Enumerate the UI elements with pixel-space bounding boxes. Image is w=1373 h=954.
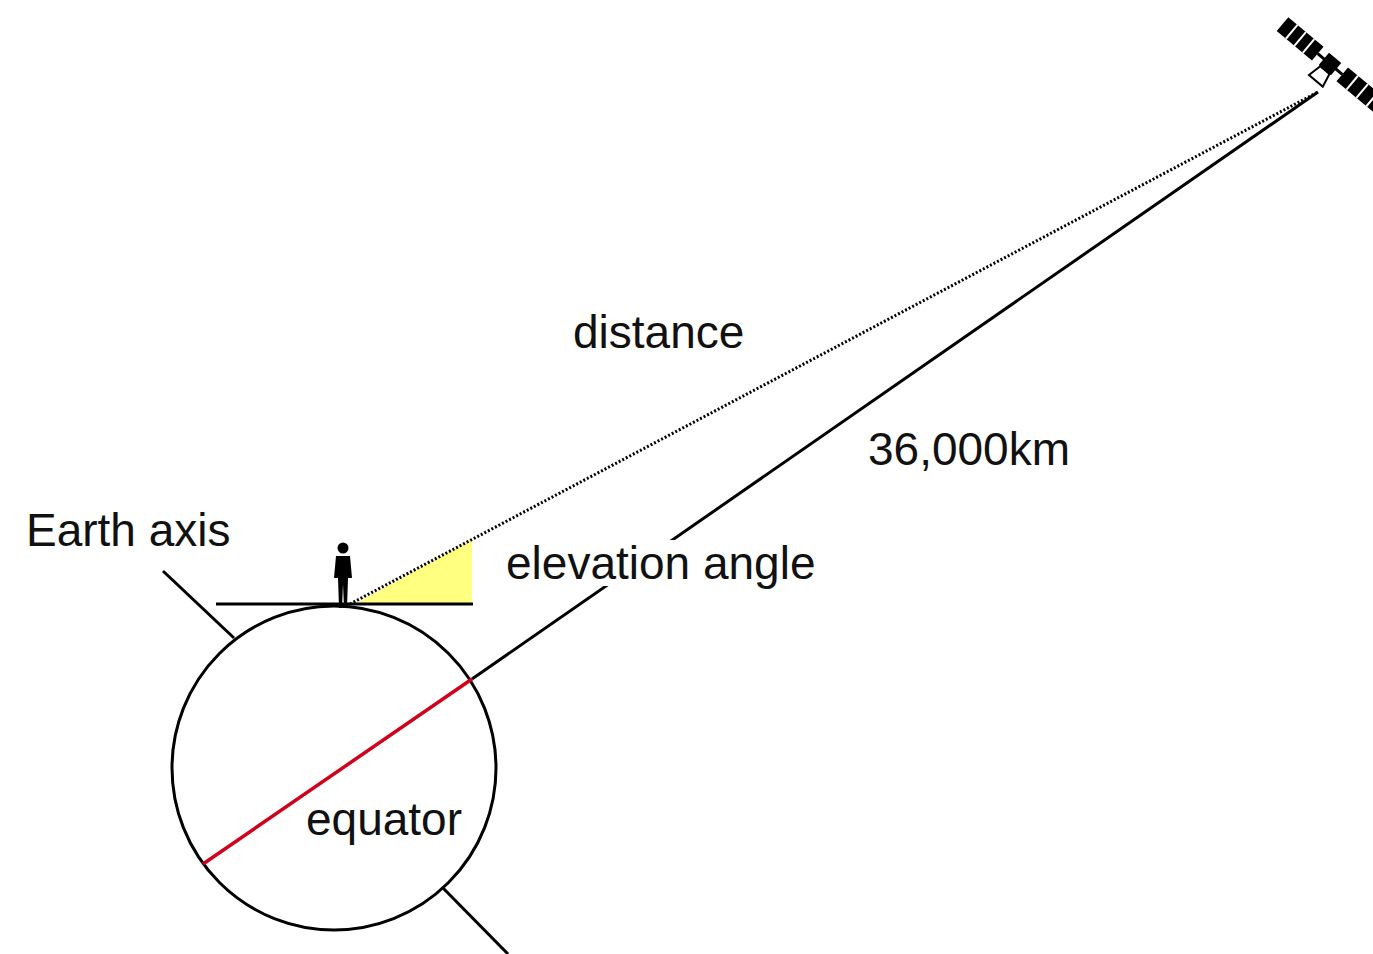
text-label: distance	[571, 309, 746, 355]
panel-seam	[1286, 25, 1298, 39]
distance-line	[350, 92, 1318, 604]
panel-seam	[1366, 92, 1373, 106]
person-body	[334, 556, 352, 608]
equator-line	[203, 679, 472, 864]
text-label: elevation angle	[504, 540, 817, 586]
solar-panel	[1277, 17, 1324, 60]
earth-axis-bottom	[443, 888, 508, 954]
panel-seam	[1303, 39, 1315, 53]
person-icon	[334, 543, 352, 609]
panel-seam	[1346, 76, 1358, 90]
satellite-dish	[1309, 64, 1332, 86]
text-label: equator	[304, 796, 464, 842]
text-label: 36,000km	[866, 426, 1072, 472]
satellite-line	[472, 92, 1318, 679]
earth-circle	[172, 606, 496, 930]
panel-seam	[1294, 32, 1306, 46]
elevation-angle-wedge	[355, 539, 472, 604]
panel-seam	[1356, 84, 1368, 98]
person-head	[338, 543, 349, 554]
text-label: Earth axis	[24, 507, 233, 553]
satellite-icon	[1268, 17, 1373, 124]
